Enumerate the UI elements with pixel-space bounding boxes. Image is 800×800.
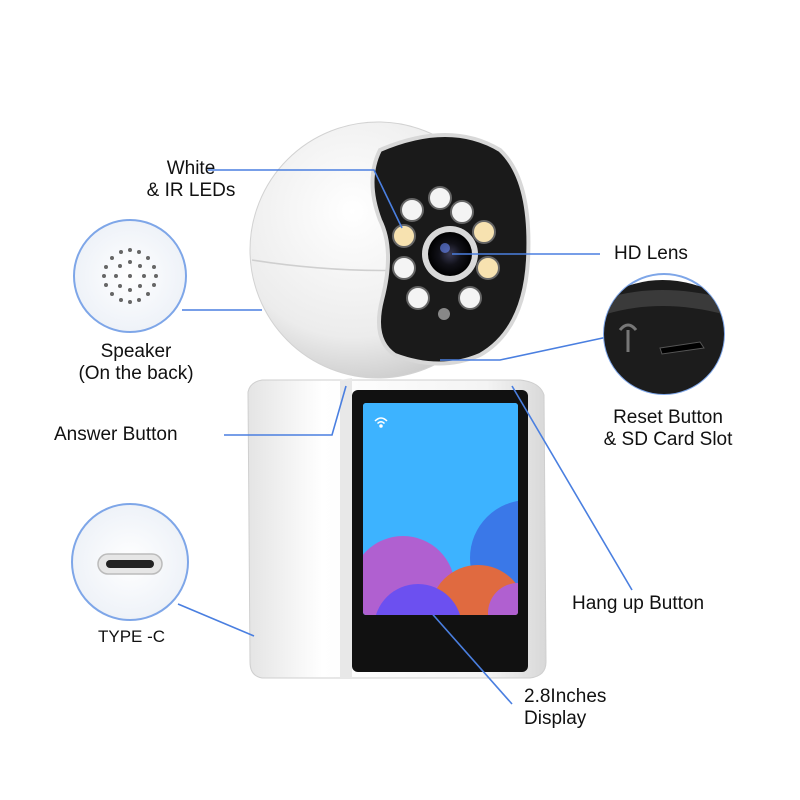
label-hang-up-button: Hang up Button [572, 593, 705, 614]
callout-line-leds [208, 169, 403, 229]
label-hd-lens: HD Lens [614, 243, 688, 264]
hd-lens [422, 226, 478, 282]
label-display-line2: Display [524, 708, 587, 729]
led-ring [392, 186, 500, 320]
label-display-line1: 2.8Inches [524, 686, 607, 707]
label-reset-line1: Reset Button [613, 407, 723, 428]
callout-line-answer [224, 385, 347, 436]
usb-c-port-icon [97, 553, 163, 575]
callout-lines [177, 169, 633, 705]
label-speaker-line2: (On the back) [78, 363, 194, 384]
label-speaker: Speaker (On the back) [60, 341, 212, 385]
type-c-callout [71, 503, 189, 621]
label-display: 2.8Inches Display [524, 686, 606, 730]
reset-sd-callout [603, 273, 725, 395]
sd-slot-icon [659, 341, 705, 355]
callout-line-type-c [177, 603, 255, 637]
display-screen [363, 403, 518, 615]
label-leds: White & IR LEDs [138, 158, 244, 202]
label-leds-line1: White [166, 158, 216, 179]
label-reset-sd: Reset Button & SD Card Slot [586, 407, 750, 451]
speaker-grille-icon [102, 248, 158, 304]
camera-head [249, 121, 531, 379]
callout-line-hang-up [511, 385, 633, 591]
callout-line-reset [440, 335, 613, 361]
label-answer-button: Answer Button [54, 424, 178, 445]
label-type-c: TYPE -C [98, 627, 166, 646]
wifi-icon [374, 417, 388, 428]
label-leds-line2: & IR LEDs [146, 180, 236, 201]
label-reset-line2: & SD Card Slot [603, 429, 733, 450]
speaker-callout [73, 219, 187, 333]
reset-pinhole-icon [618, 323, 638, 352]
label-speaker-line1: Speaker [100, 341, 172, 362]
callout-line-display [419, 599, 513, 705]
